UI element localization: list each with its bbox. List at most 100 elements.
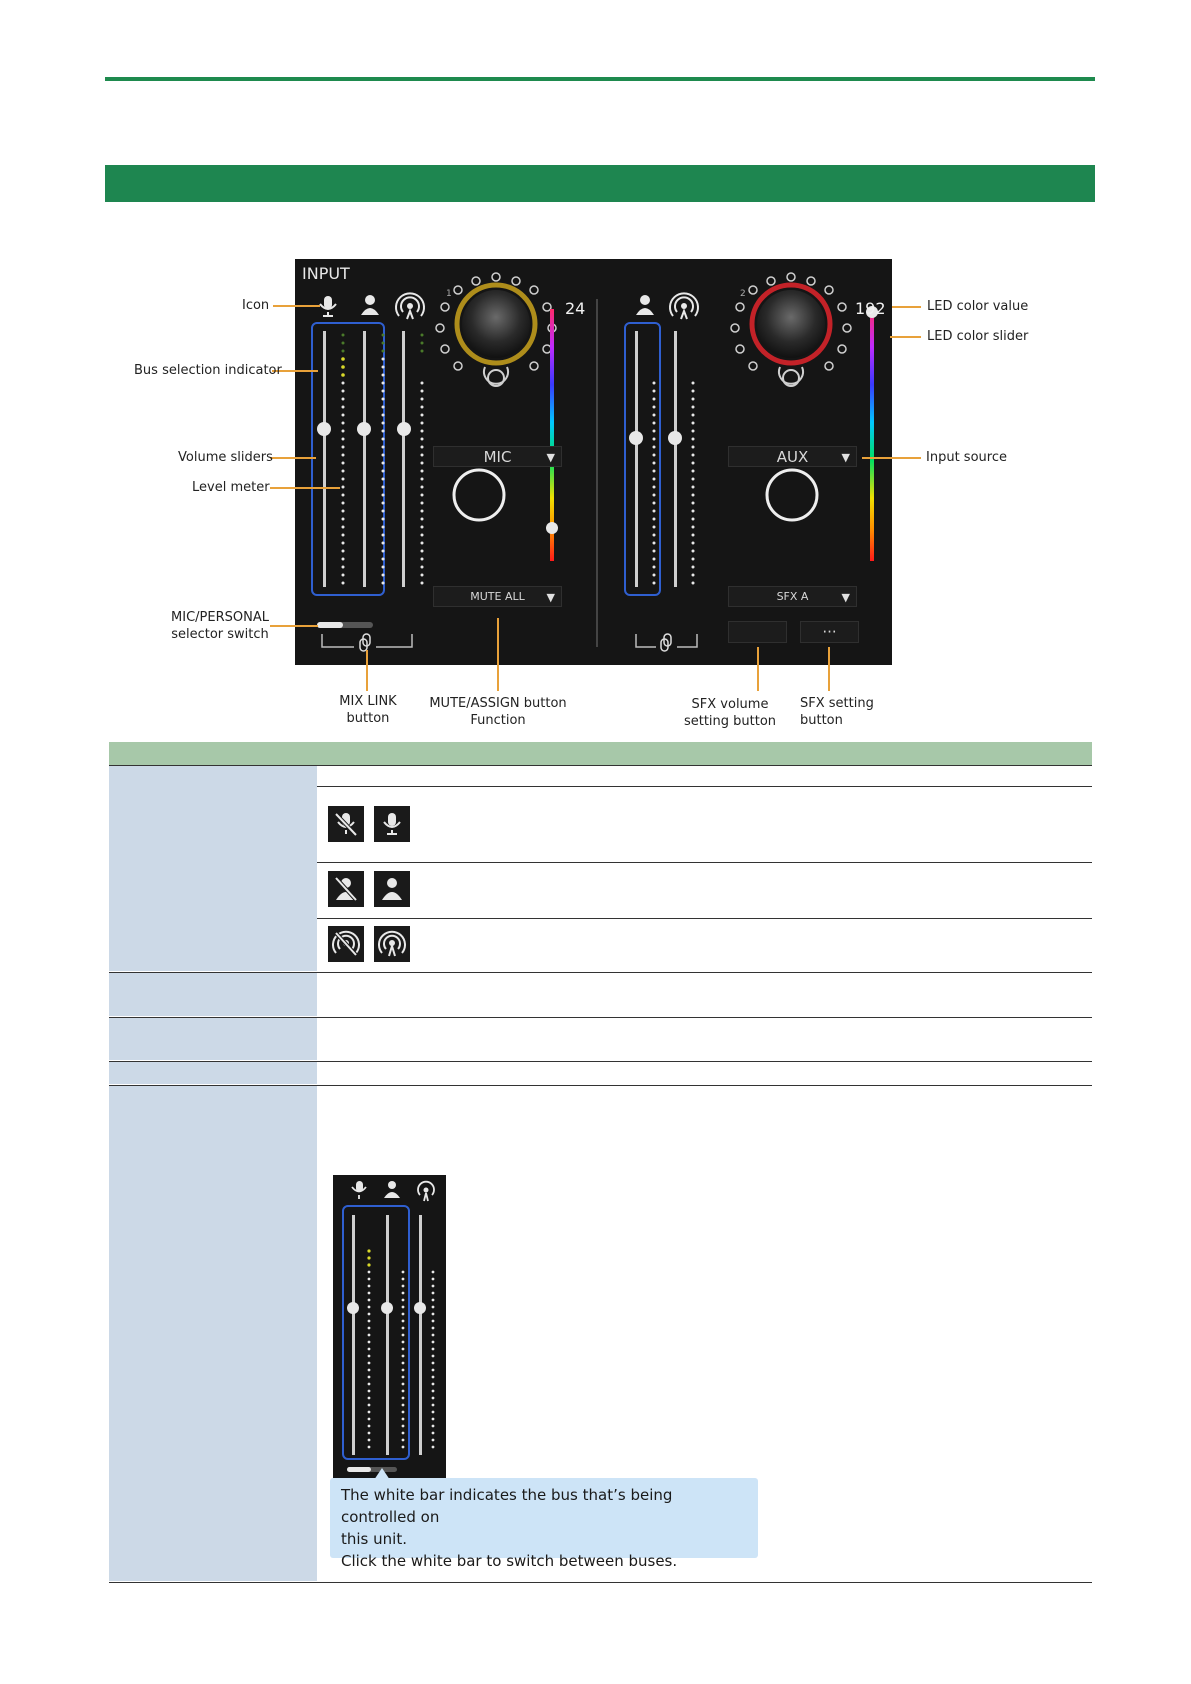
input-source-dropdown-right[interactable]: AUX ▼ xyxy=(728,446,857,467)
led-color-value-left: 24 xyxy=(565,299,586,318)
callout-mute-assign-line2: Function xyxy=(470,713,526,728)
volume-knob-right[interactable] xyxy=(757,290,825,358)
table-divider xyxy=(317,918,1092,919)
callout-mic-personal: MIC/PERSONAL selector switch xyxy=(160,609,280,643)
table-label-cell-1 xyxy=(109,766,317,971)
knob-number-right: 2 xyxy=(740,289,746,299)
mix-link-button-right[interactable] xyxy=(635,633,698,652)
note-pointer xyxy=(374,1468,390,1480)
volume-sliders-right[interactable] xyxy=(629,331,682,587)
mute-assign-button-left[interactable] xyxy=(452,468,506,522)
icon-row-stream xyxy=(328,926,410,962)
dropdown-arrow-icon: ▼ xyxy=(841,591,850,604)
mic-personal-selector-switch[interactable] xyxy=(317,622,373,628)
top-rule xyxy=(105,77,1095,81)
callout-mute-assign: MUTE/ASSIGN button Function xyxy=(418,695,578,729)
bus-selection-indicator-right xyxy=(624,322,661,596)
input-source-dropdown-left[interactable]: MIC ▼ xyxy=(433,446,562,467)
mute-assign-dropdown[interactable]: MUTE ALL ▼ xyxy=(433,586,562,607)
level-meters-right xyxy=(652,381,695,585)
knob-ring-right xyxy=(749,282,833,366)
sfx-setting-button[interactable]: ··· xyxy=(800,621,859,643)
note-line-3: Click the white bar to switch between bu… xyxy=(341,1552,678,1570)
stream-icon xyxy=(374,926,410,962)
stream-icon[interactable] xyxy=(395,292,425,320)
callout-volume-sliders: Volume sliders xyxy=(178,450,273,465)
callout-led-color-value: LED color value xyxy=(927,299,1029,314)
sfx-volume-setting-button[interactable] xyxy=(728,621,787,643)
knob-base-left xyxy=(487,369,505,387)
led-color-slider-right[interactable] xyxy=(870,309,874,561)
callout-sfx-setting-line1: SFX setting xyxy=(800,696,874,711)
icon-row-mic xyxy=(328,806,410,842)
table-label-cell-2 xyxy=(109,973,317,1016)
callout-sfx-volume-line2: setting button xyxy=(683,714,777,729)
mic-icon xyxy=(351,1181,367,1199)
level-meters-left xyxy=(341,333,424,585)
callout-sfx-volume: SFX volume setting button xyxy=(680,696,780,730)
callout-sfx-setting-line2: button xyxy=(800,713,843,728)
sfx-dropdown[interactable]: SFX A ▼ xyxy=(728,586,857,607)
callout-mix-link-line2: button xyxy=(346,711,390,726)
callout-mix-link-line1: MIX LINK xyxy=(339,694,397,709)
table-divider xyxy=(109,1017,1092,1018)
dropdown-arrow-icon: ▼ xyxy=(841,451,850,464)
table-divider xyxy=(109,1061,1092,1062)
person-icon-right[interactable] xyxy=(636,295,654,315)
input-source-value: MIC xyxy=(483,447,512,466)
mute-assign-value: MUTE ALL xyxy=(470,590,525,603)
table-divider xyxy=(109,765,1092,766)
stream-muted-icon xyxy=(328,926,364,962)
knob-ring-left xyxy=(454,282,538,366)
mix-link-button[interactable] xyxy=(321,633,413,652)
sfx-setting-glyph: ··· xyxy=(822,623,837,641)
mic-muted-icon xyxy=(328,806,364,842)
panel-graphics xyxy=(311,272,878,652)
icon-row-person xyxy=(328,871,410,907)
led-color-slider-left[interactable] xyxy=(550,309,554,561)
table-label-cell-4 xyxy=(109,1062,317,1084)
bus-switch-note: The white bar indicates the bus that’s b… xyxy=(330,1478,758,1570)
input-panel-screenshot: INPUT xyxy=(295,259,892,665)
table-label-cell-3 xyxy=(109,1018,317,1060)
person-icon[interactable] xyxy=(361,295,379,315)
person-icon xyxy=(374,871,410,907)
sfx-value: SFX A xyxy=(776,590,809,603)
stream-icon xyxy=(417,1180,435,1202)
table-divider xyxy=(109,1582,1092,1583)
knob-number-left: 1 xyxy=(446,289,452,299)
led-ring-dots-right xyxy=(730,272,852,371)
callout-sfx-volume-line1: SFX volume xyxy=(691,697,769,712)
volume-sliders-left[interactable] xyxy=(317,331,411,587)
mic-icon xyxy=(374,806,410,842)
table-divider xyxy=(317,786,1092,787)
callout-mute-assign-line1: MUTE/ASSIGN button xyxy=(429,696,567,711)
panel-title: INPUT xyxy=(302,264,350,283)
led-color-slider-left-thumb[interactable] xyxy=(546,522,558,534)
callout-sfx-setting: SFX setting button xyxy=(800,695,885,729)
callout-mic-personal-line1: MIC/PERSONAL xyxy=(171,610,269,625)
note-line-1: The white bar indicates the bus that’s b… xyxy=(341,1486,673,1526)
led-color-slider-right-thumb[interactable] xyxy=(866,306,878,318)
callout-mic-personal-line2: selector switch xyxy=(171,627,269,642)
knob-base-right xyxy=(782,369,800,387)
callout-lines xyxy=(270,305,921,691)
table-divider xyxy=(317,862,1092,863)
table-header xyxy=(109,742,1092,765)
mic-icon[interactable] xyxy=(319,296,337,317)
table-divider xyxy=(109,1085,1092,1086)
table-divider xyxy=(109,972,1092,973)
section-header-bar xyxy=(105,165,1095,202)
callout-input-source: Input source xyxy=(926,450,1007,465)
input-source-value: AUX xyxy=(776,447,809,466)
mute-assign-button-right[interactable] xyxy=(765,468,819,522)
callout-mix-link: MIX LINK button xyxy=(318,693,418,727)
person-icon xyxy=(384,1181,400,1198)
volume-knob-left[interactable] xyxy=(462,290,530,358)
callout-level-meter: Level meter xyxy=(192,480,270,495)
bus-selection-example-screenshot xyxy=(333,1175,446,1480)
stream-icon-right[interactable] xyxy=(669,292,699,320)
note-line-2: this unit. xyxy=(341,1530,407,1548)
dropdown-arrow-icon: ▼ xyxy=(546,451,555,464)
callout-bus-selection: Bus selection indicator xyxy=(134,363,282,378)
